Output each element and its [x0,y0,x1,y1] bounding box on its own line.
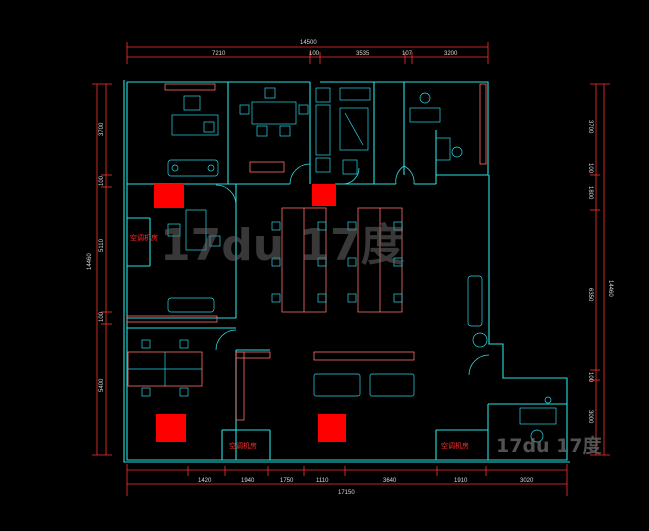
dim-bottom-seg-6: 1910 [454,478,468,484]
watermark-corner: 17du 17度 [496,434,603,457]
meeting-table [251,101,297,125]
dimension-labels: 14500 7210 100 3535 107 3200 14460 3700 … [87,40,613,496]
dim-left-seg-1: 3700 [99,122,105,136]
left-room-table [185,209,207,251]
dim-right-seg-1: 3700 [587,120,593,134]
watermarks: 17du 17度 17du 17度 [160,220,603,457]
room-label-left: 空调机房 [130,233,158,242]
watermark-center: 17du 17度 [160,220,405,271]
dim-right-seg-6: 3000 [587,410,593,424]
column-4 [318,414,346,442]
dim-top-seg-5: 3200 [444,51,458,57]
room-labels: 空调机房 空调机房 空调机房 [130,233,469,450]
room-label-bottom-left: 空调机房 [229,441,257,450]
dim-bottom-seg-5: 3640 [383,478,397,484]
dim-bottom-seg-1: 1420 [198,478,212,484]
dim-right-overall: 14460 [607,280,613,297]
dim-top-seg-4: 107 [402,51,413,57]
column-2 [312,184,336,206]
dim-bottom-overall: 17150 [338,490,355,496]
dimension-lines [92,42,610,496]
dim-left-seg-5: 5400 [99,378,105,392]
side-sofa [467,275,483,327]
dim-bottom-seg-3: 1750 [280,478,294,484]
structural-columns [154,184,346,442]
furniture [128,87,557,443]
sofa-top-left [167,159,219,177]
dim-top-seg-2: 100 [309,51,320,57]
door-swings [215,163,490,376]
dim-left-seg-4: 100 [99,311,105,322]
dim-left-overall: 14460 [87,253,93,270]
dim-right-seg-3: 1800 [587,186,593,200]
lounge-sofa-1 [313,373,361,397]
reception-sofa [315,104,331,156]
dim-right-seg-2: 100 [587,163,593,174]
column-3 [156,414,186,442]
dim-top-seg-1: 7210 [212,51,226,57]
dim-bottom-seg-2: 1940 [241,478,255,484]
column-1 [154,184,184,208]
dim-right-seg-4: 6350 [587,288,593,302]
dim-left-seg-3: 5110 [99,238,105,252]
manager-desk [171,114,219,136]
room-label-bottom-right: 空调机房 [441,441,469,450]
room-label-left-text: 空调机房 [130,233,158,242]
dim-right-seg-5: 100 [587,372,593,383]
partitions [126,83,487,421]
dim-top-seg-3: 3535 [356,51,370,57]
dim-bottom-seg-4: 1110 [316,478,329,484]
dim-left-seg-2: 100 [99,175,105,186]
lounge-sofa-2 [369,373,415,397]
workstation-chairs [271,221,403,303]
dim-top-overall: 14500 [300,40,317,46]
walls [123,80,570,463]
dim-bottom-seg-7: 3020 [520,478,534,484]
